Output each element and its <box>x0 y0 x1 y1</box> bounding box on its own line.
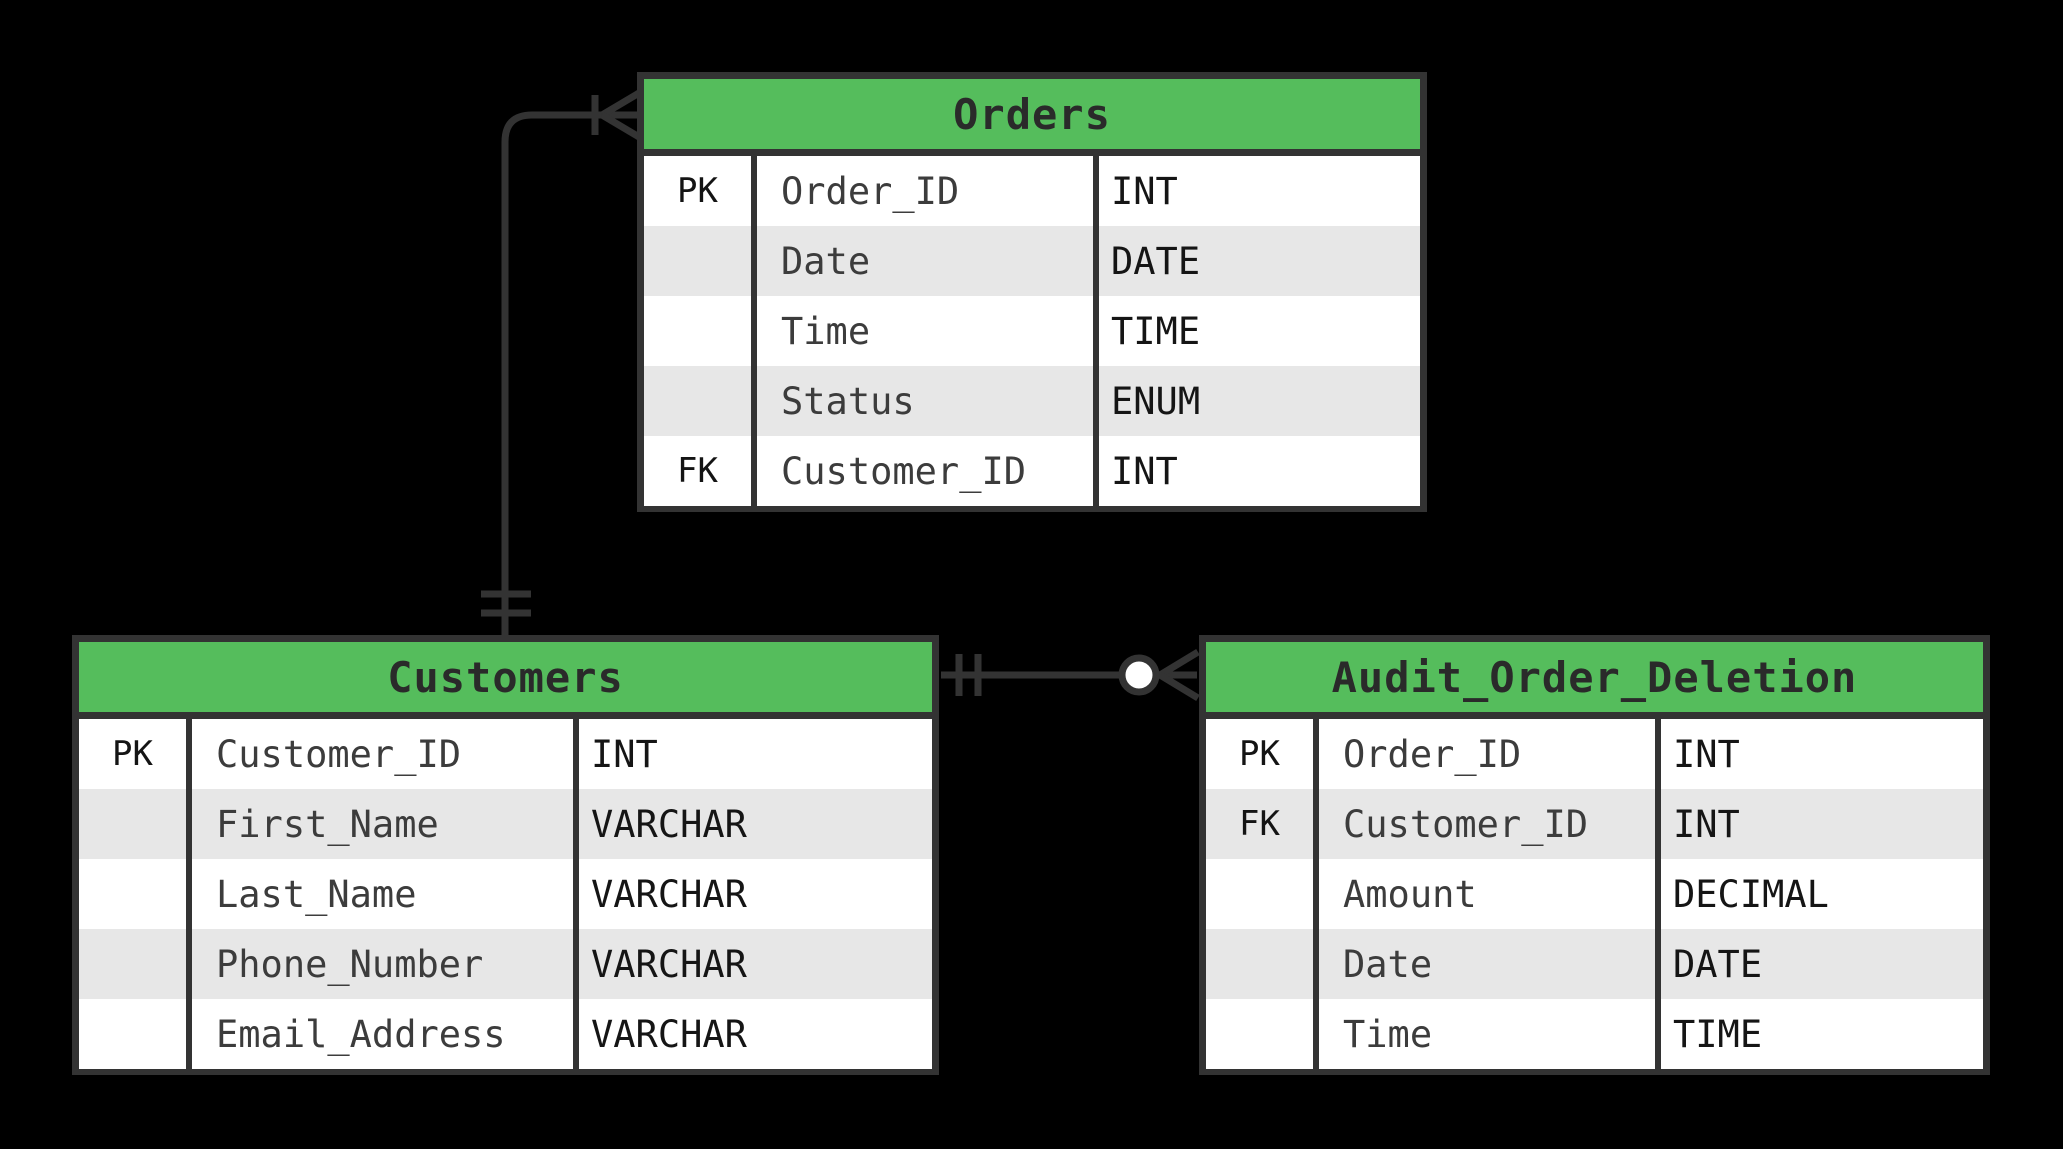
table-row: PK Order_ID INT <box>1206 719 1983 789</box>
entity-body: PK Order_ID INT Date DATE Time TIME Stat… <box>644 156 1420 506</box>
attr-type-cell: INT <box>1673 802 1740 846</box>
relationship-customers-orders-line <box>481 89 641 636</box>
key-cell <box>644 226 757 296</box>
table-row: PK Customer_ID INT <box>79 719 932 789</box>
attr-type-cell: VARCHAR <box>591 802 747 846</box>
attr-name-cell: Customer_ID <box>1319 789 1661 859</box>
key-cell <box>79 929 192 999</box>
table-row: PK Order_ID INT <box>644 156 1420 226</box>
key-cell: PK <box>79 719 192 789</box>
zero-circle-icon <box>1118 654 1160 696</box>
entity-body: PK Customer_ID INT First_Name VARCHAR La… <box>79 719 932 1069</box>
entity-table-orders: Orders PK Order_ID INT Date DATE Time TI… <box>637 72 1427 512</box>
key-cell: FK <box>644 436 757 506</box>
attr-name-cell: First_Name <box>192 789 579 859</box>
attr-type-cell: INT <box>591 732 658 776</box>
attr-type-cell: INT <box>1111 169 1178 213</box>
exactly-one-marker-icon <box>955 654 982 696</box>
key-cell <box>644 366 757 436</box>
key-cell: PK <box>1206 719 1319 789</box>
table-row: Last_Name VARCHAR <box>79 859 932 929</box>
key-cell <box>79 859 192 929</box>
table-row: Time TIME <box>1206 999 1983 1069</box>
table-row: FK Customer_ID INT <box>1206 789 1983 859</box>
attr-type-cell: DATE <box>1673 942 1763 986</box>
key-cell <box>1206 999 1319 1069</box>
table-row: First_Name VARCHAR <box>79 789 932 859</box>
attr-type-cell: DATE <box>1111 239 1201 283</box>
table-row: Time TIME <box>644 296 1420 366</box>
key-cell: FK <box>1206 789 1319 859</box>
attr-name-cell: Customer_ID <box>192 719 579 789</box>
attr-name-cell: Email_Address <box>192 999 579 1069</box>
attr-type-cell: VARCHAR <box>591 942 747 986</box>
key-cell: PK <box>644 156 757 226</box>
attr-name-cell: Order_ID <box>1319 719 1661 789</box>
attr-name-cell: Status <box>757 366 1099 436</box>
table-row: Phone_Number VARCHAR <box>79 929 932 999</box>
attr-name-cell: Time <box>757 296 1099 366</box>
zero-or-many-crows-foot-icon <box>1118 649 1200 701</box>
attr-name-cell: Order_ID <box>757 156 1099 226</box>
attr-name-cell: Amount <box>1319 859 1661 929</box>
exactly-one-marker-icon <box>481 590 531 617</box>
one-or-many-crows-foot-icon <box>591 89 641 141</box>
table-row: Email_Address VARCHAR <box>79 999 932 1069</box>
attr-name-cell: Date <box>1319 929 1661 999</box>
relationship-customers-audit-line <box>941 649 1200 701</box>
entity-title: Audit_Order_Deletion <box>1331 652 1858 702</box>
attr-type-cell: ENUM <box>1111 379 1201 423</box>
key-cell <box>79 999 192 1069</box>
attr-type-cell: INT <box>1111 449 1178 493</box>
entity-title: Orders <box>953 89 1111 139</box>
table-row: Date DATE <box>1206 929 1983 999</box>
entity-header-orders: Orders <box>644 79 1420 156</box>
attr-name-cell: Last_Name <box>192 859 579 929</box>
attr-type-cell: VARCHAR <box>591 1012 747 1056</box>
attr-type-cell: INT <box>1673 732 1740 776</box>
entity-table-audit-order-deletion: Audit_Order_Deletion PK Order_ID INT FK … <box>1199 635 1990 1075</box>
entity-body: PK Order_ID INT FK Customer_ID INT Amoun… <box>1206 719 1983 1069</box>
entity-table-customers: Customers PK Customer_ID INT First_Name … <box>72 635 939 1075</box>
table-row: Amount DECIMAL <box>1206 859 1983 929</box>
attr-name-cell: Date <box>757 226 1099 296</box>
table-row: Status ENUM <box>644 366 1420 436</box>
attr-type-cell: TIME <box>1111 309 1201 353</box>
entity-header-customers: Customers <box>79 642 932 719</box>
entity-title: Customers <box>387 652 624 702</box>
attr-name-cell: Phone_Number <box>192 929 579 999</box>
key-cell <box>79 789 192 859</box>
key-cell <box>1206 929 1319 999</box>
table-row: Date DATE <box>644 226 1420 296</box>
attr-type-cell: DECIMAL <box>1673 872 1829 916</box>
key-cell <box>1206 859 1319 929</box>
entity-header-audit-order-deletion: Audit_Order_Deletion <box>1206 642 1983 719</box>
table-row: FK Customer_ID INT <box>644 436 1420 506</box>
key-cell <box>644 296 757 366</box>
attr-type-cell: VARCHAR <box>591 872 747 916</box>
attr-name-cell: Customer_ID <box>757 436 1099 506</box>
attr-name-cell: Time <box>1319 999 1661 1069</box>
attr-type-cell: TIME <box>1673 1012 1763 1056</box>
